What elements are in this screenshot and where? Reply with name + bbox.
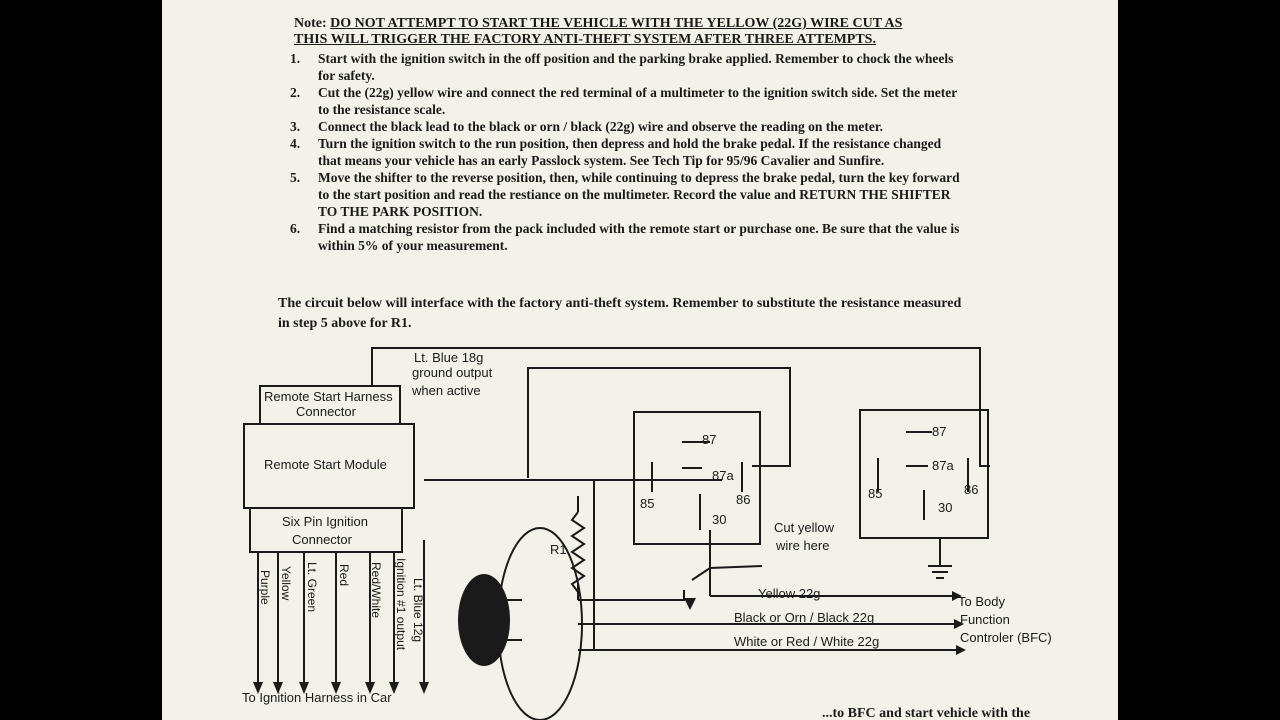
wiring-diagram: Remote Start Harness Connector Remote St…	[242, 347, 1052, 720]
step-text: Connect the black lead to the black or o…	[318, 119, 883, 134]
r1-resistor	[570, 511, 586, 593]
relay2-86: 86	[964, 482, 978, 497]
note-text-line1: DO NOT ATTEMPT TO START THE VEHICLE WITH…	[330, 16, 903, 31]
six-pin-label-2: Connector	[292, 532, 353, 547]
step-number: 6.	[290, 221, 301, 236]
wire-label-ltblue: Lt. Blue 12g	[411, 578, 425, 642]
wire-label-red: Red	[337, 564, 351, 586]
step-text: Find a matching resistor from the pack i…	[318, 221, 960, 253]
mid-wire	[527, 367, 791, 478]
top-wire	[371, 347, 990, 467]
step-number: 1.	[290, 51, 301, 66]
list-item: 6. Find a matching resistor from the pack…	[280, 220, 960, 254]
harness-label-2: Connector	[296, 404, 357, 419]
cut-note-1: Cut yellow	[774, 520, 835, 535]
instruction-steps: 1. Start with the ignition switch in the …	[280, 50, 960, 254]
six-pin-box	[249, 507, 403, 553]
out-wire-black: Black or Orn / Black 22g	[734, 610, 874, 625]
bfc-label-3: Controler (BFC)	[960, 630, 1052, 645]
lt-blue-note-3: when active	[411, 383, 481, 398]
lt-blue-note-1: Lt. Blue 18g	[414, 350, 483, 365]
relay1-85: 85	[640, 496, 654, 511]
list-item: 4. Turn the ignition switch to the run po…	[280, 135, 960, 169]
step-number: 4.	[290, 136, 301, 151]
harness-label-1: Remote Start Harness	[264, 389, 393, 404]
step-number: 2.	[290, 85, 301, 100]
lt-blue-note-2: ground output	[412, 365, 493, 380]
wire-label-redwhite: Red/White	[369, 562, 383, 618]
step-text: Turn the ignition switch to the run posi…	[318, 136, 942, 168]
relay2-87a: 87a	[932, 458, 954, 473]
step-number: 3.	[290, 119, 301, 134]
bfc-label-1: To Body	[958, 594, 1005, 609]
step-number: 5.	[290, 170, 301, 185]
steering-wheel	[497, 527, 583, 720]
note-text-line2: THIS WILL TRIGGER THE FACTORY ANTI-THEFT…	[294, 32, 876, 47]
relay2-30: 30	[938, 500, 952, 515]
module-label: Remote Start Module	[264, 457, 387, 472]
out-wire-white: White or Red / White 22g	[734, 634, 879, 649]
list-item: 3. Connect the black lead to the black or…	[280, 118, 960, 135]
footer-partial-text: ...to BFC and start vehicle with the	[822, 706, 1031, 720]
wire-label-ignition: Ignition #1 output	[394, 558, 408, 651]
relay1-86: 86	[736, 492, 750, 507]
relay1-30: 30	[712, 512, 726, 527]
document-page: Note: DO NOT ATTEMPT TO START THE VEHICL…	[162, 0, 1118, 720]
list-item: 5. Move the shifter to the reverse positi…	[280, 169, 960, 220]
relay2-box	[859, 409, 989, 539]
list-item: 2. Cut the (22g) yellow wire and connect …	[280, 84, 960, 118]
wire-label-purple: Purple	[258, 570, 272, 605]
out-wire-yellow: Yellow 22g	[758, 586, 820, 601]
wire-label-ltgreen: Lt. Green	[305, 562, 319, 612]
to-ignition-label: To Ignition Harness in Car	[242, 690, 392, 705]
step-text: Start with the ignition switch in the of…	[318, 51, 954, 83]
list-item: 1. Start with the ignition switch in the …	[280, 50, 960, 84]
relay1-87a: 87a	[712, 468, 734, 483]
relay1-box	[633, 411, 761, 545]
wire-label-yellow: Yellow	[279, 566, 293, 601]
circuit-intro: The circuit below will interface with th…	[278, 296, 962, 331]
r1-label: R1	[550, 542, 567, 557]
note-label: Note:	[294, 16, 327, 31]
warning-note: Note: DO NOT ATTEMPT TO START THE VEHICL…	[294, 16, 1014, 48]
cut-note-2: wire here	[775, 538, 829, 553]
six-pin-label-1: Six Pin Ignition	[282, 514, 368, 529]
step-text: Cut the (22g) yellow wire and connect th…	[318, 85, 958, 117]
relay2-85: 85	[868, 486, 882, 501]
step-text: Move the shifter to the reverse position…	[318, 170, 960, 219]
relay1-87: 87	[702, 432, 716, 447]
bfc-label-2: Function	[960, 612, 1010, 627]
relay2-87: 87	[932, 424, 946, 439]
ignition-key-icon	[458, 574, 510, 666]
